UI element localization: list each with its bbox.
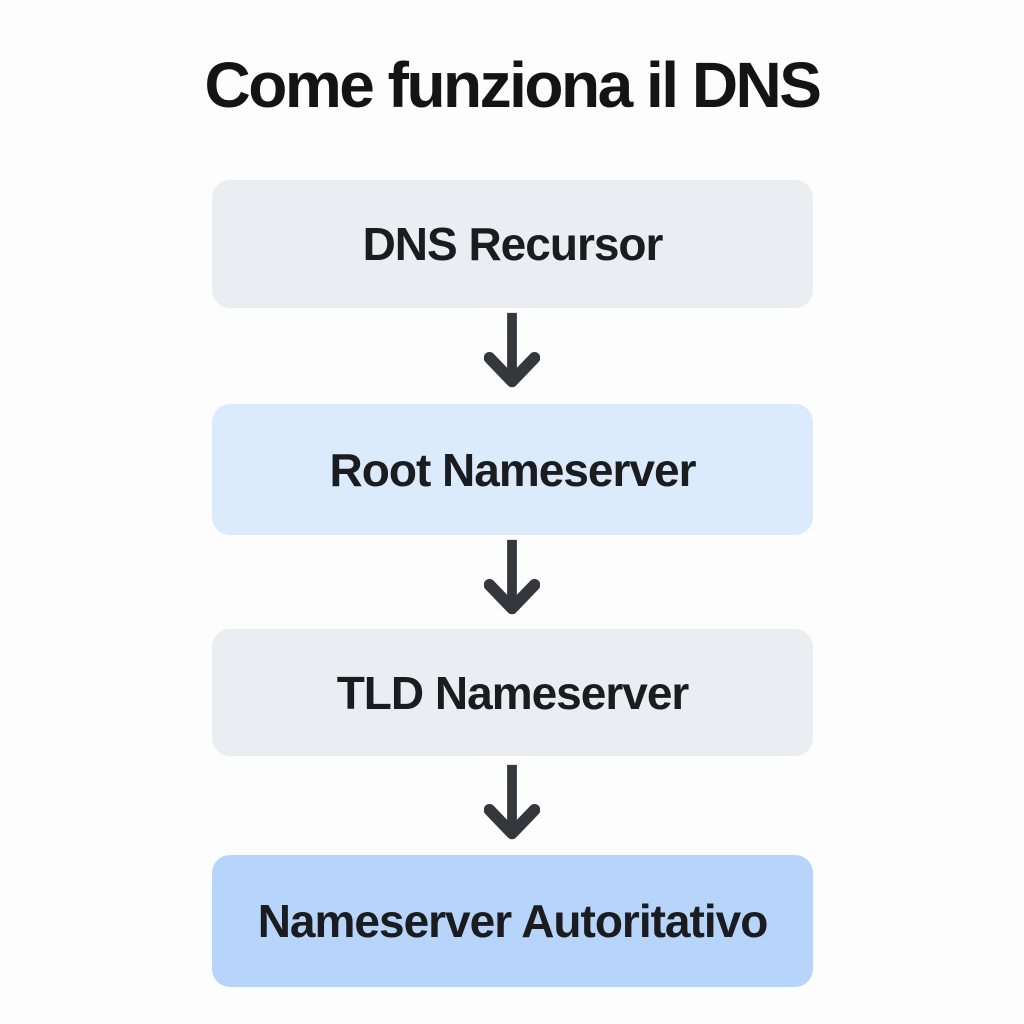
arrow-down-icon bbox=[484, 537, 540, 623]
flow-node-dns-recursor: DNS Recursor bbox=[212, 180, 813, 308]
flow-node-nameserver-autoritativo: Nameserver Autoritativo bbox=[212, 855, 813, 987]
arrow-down-icon bbox=[484, 310, 540, 396]
arrow-down-icon bbox=[484, 762, 540, 848]
diagram-title: Come funziona il DNS bbox=[204, 49, 822, 121]
flow-node-tld-nameserver: TLD Nameserver bbox=[212, 629, 813, 756]
flow-node-label: Root Nameserver bbox=[329, 443, 697, 496]
flow-node-label: TLD Nameserver bbox=[336, 666, 690, 719]
flow-node-label: DNS Recursor bbox=[362, 218, 664, 270]
flow-node-label: Nameserver Autoritativo bbox=[257, 895, 769, 947]
flow-node-root-nameserver: Root Nameserver bbox=[212, 404, 813, 535]
